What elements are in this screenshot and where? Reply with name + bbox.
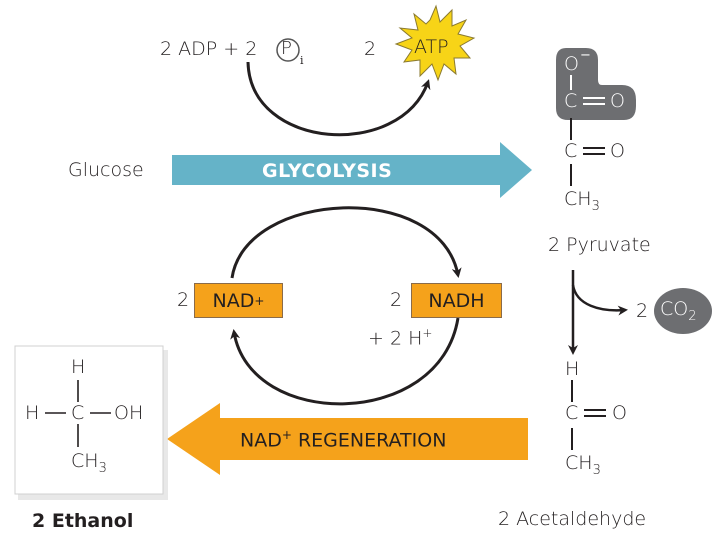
pyruvate-c1: C	[564, 90, 578, 112]
phosphate-symbol: P	[281, 38, 292, 59]
phosphate-subscript: i	[300, 54, 304, 67]
pyruvate-ch: CH	[564, 188, 592, 210]
co2-blob	[654, 288, 712, 334]
ethanol-h-left: H	[25, 402, 40, 424]
regeneration-label: NAD+ REGENERATION	[240, 429, 446, 450]
pyruvate-o1: O	[610, 90, 625, 112]
pyruvate-minus: −	[580, 48, 591, 63]
nadh-coefficient: 2	[390, 289, 403, 311]
co2-coefficient: 2	[636, 300, 649, 322]
acetaldehyde-ch3: CH3	[565, 454, 601, 477]
pyruvate-sub3: 3	[591, 198, 600, 214]
co2-text: CO	[660, 298, 689, 320]
proton-superscript: +	[422, 326, 433, 340]
nad-coefficient: 2	[177, 289, 190, 311]
glycolysis-arrow	[172, 142, 532, 198]
co2-subscript: 2	[688, 308, 697, 324]
regeneration-rest: REGENERATION	[291, 429, 447, 452]
ethanol-oh: OH	[114, 402, 144, 424]
ethanol-label: 2 Ethanol	[32, 510, 134, 532]
ethanol-card	[14, 345, 164, 495]
glucose-label: Glucose	[68, 159, 144, 181]
atp-coefficient: 2	[364, 38, 377, 60]
regeneration-superscript: +	[281, 428, 292, 442]
ethanol-ch3: CH3	[71, 452, 107, 475]
nad-label: NAD	[212, 289, 255, 312]
adp-input-label: 2 ADP + 2	[160, 38, 258, 60]
regeneration-nad: NAD	[240, 429, 282, 452]
carboxyl-highlight	[556, 48, 636, 120]
nad-plus-box: NAD+	[194, 283, 283, 318]
nad-superscript: +	[254, 293, 265, 308]
nadh-to-nad-arc	[230, 317, 460, 406]
phosphate-circle	[276, 38, 300, 62]
glycolysis-label: GLYCOLYSIS	[262, 160, 393, 182]
acetaldehyde-label: 2 Acetaldehyde	[498, 508, 647, 530]
nadh-box: NADH	[411, 283, 502, 318]
acetaldehyde-ch: CH	[565, 452, 593, 474]
ethanol-h-top: H	[71, 356, 86, 378]
co2-label: CO2	[660, 300, 697, 323]
pyruvate-o-minus: O	[564, 53, 579, 75]
pyruvate-o2: O	[610, 140, 625, 162]
pyruvate-label: 2 Pyruvate	[548, 234, 651, 256]
nadh-label: NADH	[428, 289, 485, 312]
atp-burst	[394, 4, 476, 82]
atp-label: ATP	[414, 36, 449, 58]
acetaldehyde-o: O	[612, 402, 627, 424]
atp-arc	[246, 61, 431, 137]
co2-release-arrow	[571, 284, 628, 316]
pyruvate-ch3: CH3	[564, 190, 600, 213]
acetaldehyde-sub3: 3	[592, 462, 601, 478]
ethanol-sub3: 3	[98, 460, 107, 476]
ethanol-c: C	[71, 402, 85, 424]
pyruvate-c2: C	[564, 140, 578, 162]
proton-text: + 2 H	[368, 327, 423, 350]
proton-label: + 2 H+	[368, 327, 432, 348]
acetaldehyde-h: H	[565, 358, 580, 380]
acetaldehyde-c: C	[565, 402, 579, 424]
nad-to-nadh-arc	[230, 206, 462, 279]
ethanol-ch: CH	[71, 450, 99, 472]
nad-regeneration-arrow	[167, 403, 528, 475]
